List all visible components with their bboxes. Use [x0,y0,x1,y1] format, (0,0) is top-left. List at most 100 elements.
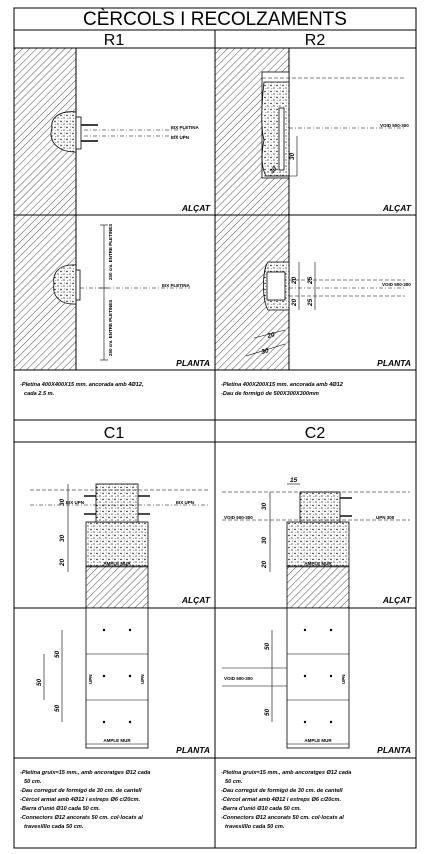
heading-c1: C1 [104,425,125,442]
c1-note-line: -Pletina gruix=15 mm., amb ancoratges Ø1… [20,770,150,776]
r1-note-line: -Pletina 400X400X15 mm. ancorada amb 4Ø1… [20,382,144,388]
c1-upn-label-right: EIX UPN [176,500,194,505]
c2-plan-anchor [329,674,333,678]
c1-note-line: -Connectors Ø12 ancorats 50 cm. col·loca… [20,815,143,821]
c2-plan-wall [286,607,350,749]
r1-concrete-pocket [50,111,77,153]
r2-plan-diag-1 [253,329,286,339]
c2-notes: -Pletina gruix=15 mm., amb ancoratges Ø1… [221,770,351,830]
r2-plan-dim-3: 25 [307,276,314,285]
r2-plan-void-label: VOID 500-300 [382,282,411,287]
r1-plan-plate [75,269,81,301]
c2-plan-dim-2: 50 [264,708,271,716]
c1-plan-anchor [102,674,106,678]
r1-plan-axis-label: EIX PLETINA [162,283,191,288]
c2-elev-dim-3: 30 [261,536,268,544]
sheet-title: CÈRCOLS I RECOLZAMENTS [83,9,347,30]
r2-plan-dim-6: 30 [261,347,270,356]
c1-plan-wall [85,607,149,749]
c1-upn-label-left: EIX UPN [66,500,84,505]
r1-elev-label-upn: EIX UPN [171,135,189,140]
r2-plan-dim-1: 20 [291,276,298,285]
c1-plan-upn-right: UPN [140,674,145,684]
heading-r2: R2 [305,32,326,49]
c2-elevation-label: ALÇAT [382,595,412,605]
c2-plan-label: PLANTA [377,745,411,755]
c2-elev-dim-4: 20 [261,560,268,569]
c2-note-line: -Barra d'unió Ø10 cada 50 cm. [221,806,301,812]
c1-note-line: 50 cm. [24,779,42,785]
r2-concrete-block [261,81,290,177]
c2-plan-anchor [329,628,333,632]
c1-plan-ample-mur: AMPLE MUR [103,738,131,743]
c2-plan: UPN VOID 500-300 50 50 AMPLE MUR PLANTA [222,607,411,755]
c1-note-line: -Barra d'unió Ø10 cada 50 cm. [20,806,100,812]
r1-plan-pocket [53,264,77,305]
r1-plan-dim-lower: 250 cm. ENTRE PLETINES [108,300,113,356]
r2-elev-dim-2: 30 [268,165,278,175]
c1-elev-dim-1: 30 [59,498,66,506]
c1-plan-dim-3: 50 [54,704,61,712]
r2-elev-dim-1: 30 [289,152,296,160]
c1-plan-upn-left: UPN [88,674,93,684]
heading-r1: R1 [104,32,125,49]
r1-note-line: cada 2.5 m. [24,391,55,397]
c1-plan-anchor [128,674,132,678]
c2-note-line: travesilllo cada 50 cm. [225,824,285,830]
c2-plan-anchor [303,628,307,632]
r2-plan-plate [266,271,286,301]
r2-plan-dim-4: 25 [307,298,314,307]
c2-elev-dim-2: 30 [261,502,268,510]
c2-note-line: -Connectors Ø12 ancorats 50 cm. col·loca… [221,815,344,821]
c1-ring-beam [85,521,149,567]
r2-notes: -Pletina 400X200X15 mm. ancorada amb 4Ø1… [221,382,344,397]
c1-plan-dim-2: 50 [36,678,43,686]
c2-upn-label: UPN 300 [376,515,395,520]
c1-note-line: -Dau corregut de formigó de 30 cm. de ca… [20,788,142,794]
c1-plan-anchor [128,628,132,632]
c2-elevation: VOID 500-300 UPN 300 15 30 30 20 AMPLE M… [222,477,412,609]
r1-elevation-label: ALÇAT [181,203,211,213]
c2-note-line: -Cèrcol armat amb 4Ø12 i estreps Ø6 c/20… [221,797,341,803]
c1-elev-dim-3: 20 [59,558,66,567]
c2-plan-anchor [303,720,307,724]
r1-plan-label: PLANTA [176,358,210,368]
r2-plan-label: PLANTA [377,358,411,368]
r2-plan: VOID 500-300 20 20 25 25 20 30 PLANTA [215,215,411,370]
c2-plan-anchor [329,720,333,724]
c2-plan-upn-right: UPN [341,674,346,684]
r2-plan-dim-2: 20 [291,298,298,307]
c1-wall [85,565,149,609]
r2-note-line: -Pletina 400X200X15 mm. ancorada amb 4Ø1… [221,382,344,388]
c2-elev-dim-1: 15 [290,477,298,484]
c1-notes: -Pletina gruix=15 mm., amb ancoratges Ø1… [20,770,150,830]
r2-elevation-label: ALÇAT [382,203,412,213]
r1-elevation: EIX PLETINA EIX UPN ALÇAT [14,48,211,215]
c1-plan: UPN UPN 50 50 50 AMPLE MUR PLANTA [36,607,210,755]
c2-plan-ample-mur: AMPLE MUR [304,738,332,743]
c2-plan-void-label: VOID 500-300 [224,676,253,681]
c1-elevation: EIX UPN EIX UPN 30 30 20 AMPLE MUR ALÇAT [30,483,211,609]
heading-c2: C2 [305,425,326,442]
c1-plan-anchor [128,720,132,724]
c1-note-line: -Cèrcol armat amb 4Ø12 i estreps Ø6 c/20… [20,797,140,803]
r1-notes: -Pletina 400X400X15 mm. ancorada amb 4Ø1… [20,382,144,397]
r2-plan-diag-2 [245,343,286,357]
c2-void-label: VOID 500-300 [224,515,253,520]
c1-plan-anchor [102,628,106,632]
c2-note-line: 50 cm. [225,779,243,785]
r1-elev-label-plate: EIX PLETINA [171,125,200,130]
c1-plan-dim-1: 50 [54,650,61,658]
r2-plate [278,107,285,171]
c2-plan-dim-1: 50 [264,642,271,650]
c1-beam-cap [95,483,139,523]
c2-beam-cap [299,491,341,523]
r2-note-line: -Dau de formigó de 500X300X300mm [221,391,319,397]
r2-plan-dim-5: 20 [266,331,276,340]
r2-elevation: VOID 500-300 30 30 ALÇAT [215,48,412,215]
r2-void-label: VOID 500-300 [380,123,409,128]
c2-elev-ample-mur: AMPLE MUR [304,561,332,566]
r1-plan-dim-upper: 250 cm. ENTRE PLETINES [108,224,113,280]
c2-note-line: -Pletina gruix=15 mm., amb ancoratges Ø1… [221,770,351,776]
